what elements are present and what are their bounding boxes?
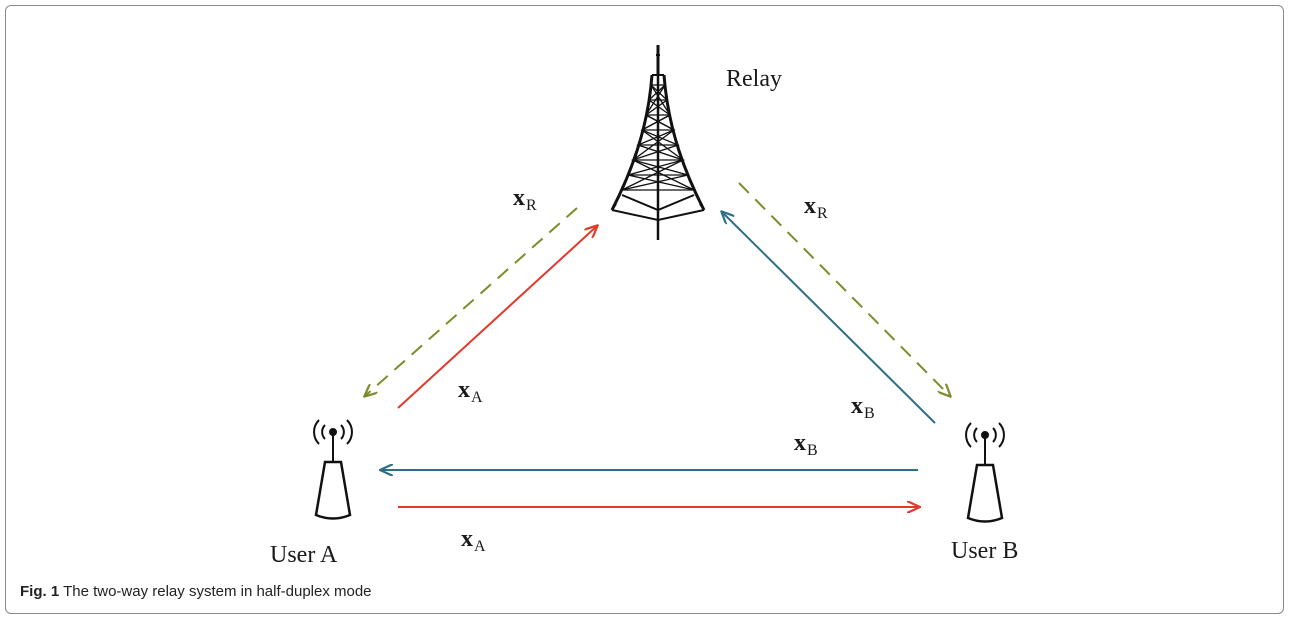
user-a-label: User A <box>270 542 338 568</box>
signal-label-xr-right: xR <box>804 193 828 223</box>
signal-base: x <box>794 430 806 456</box>
signal-label-xa-horiz: xA <box>461 526 486 556</box>
arrow-a-to-relay <box>397 226 597 409</box>
signal-label-xr-left: xR <box>513 185 537 215</box>
signal-base: x <box>458 377 470 403</box>
figure-caption: Fig. 1 The two-way relay system in half-… <box>20 583 372 600</box>
signal-sub: R <box>817 205 828 222</box>
user-a-antenna-icon <box>313 419 353 520</box>
user-b-antenna-icon <box>965 422 1005 523</box>
signal-label-xb-diag: xB <box>851 393 875 423</box>
figure-frame <box>5 5 1284 614</box>
arrow-relay-to-a <box>365 207 578 396</box>
signal-sub: R <box>526 197 537 214</box>
signal-base: x <box>851 393 863 419</box>
signal-base: x <box>804 193 816 219</box>
caption-text: The two-way relay system in half-duplex … <box>59 583 372 600</box>
signal-sub: B <box>864 405 875 422</box>
user-b-label: User B <box>951 538 1019 564</box>
figure-number: Fig. 1 <box>20 583 60 600</box>
signal-sub: A <box>474 538 486 555</box>
relay-tower-icon <box>610 45 706 240</box>
relay-label: Relay <box>726 66 782 92</box>
signal-sub: B <box>807 442 818 459</box>
signal-base: x <box>513 185 525 211</box>
signal-sub: A <box>471 389 483 406</box>
arrow-relay-to-b <box>738 182 950 396</box>
signal-label-xa-diag: xA <box>458 377 483 407</box>
signal-label-xb-horiz: xB <box>794 430 818 460</box>
signal-base: x <box>461 526 473 552</box>
arrow-b-to-relay <box>722 212 936 424</box>
